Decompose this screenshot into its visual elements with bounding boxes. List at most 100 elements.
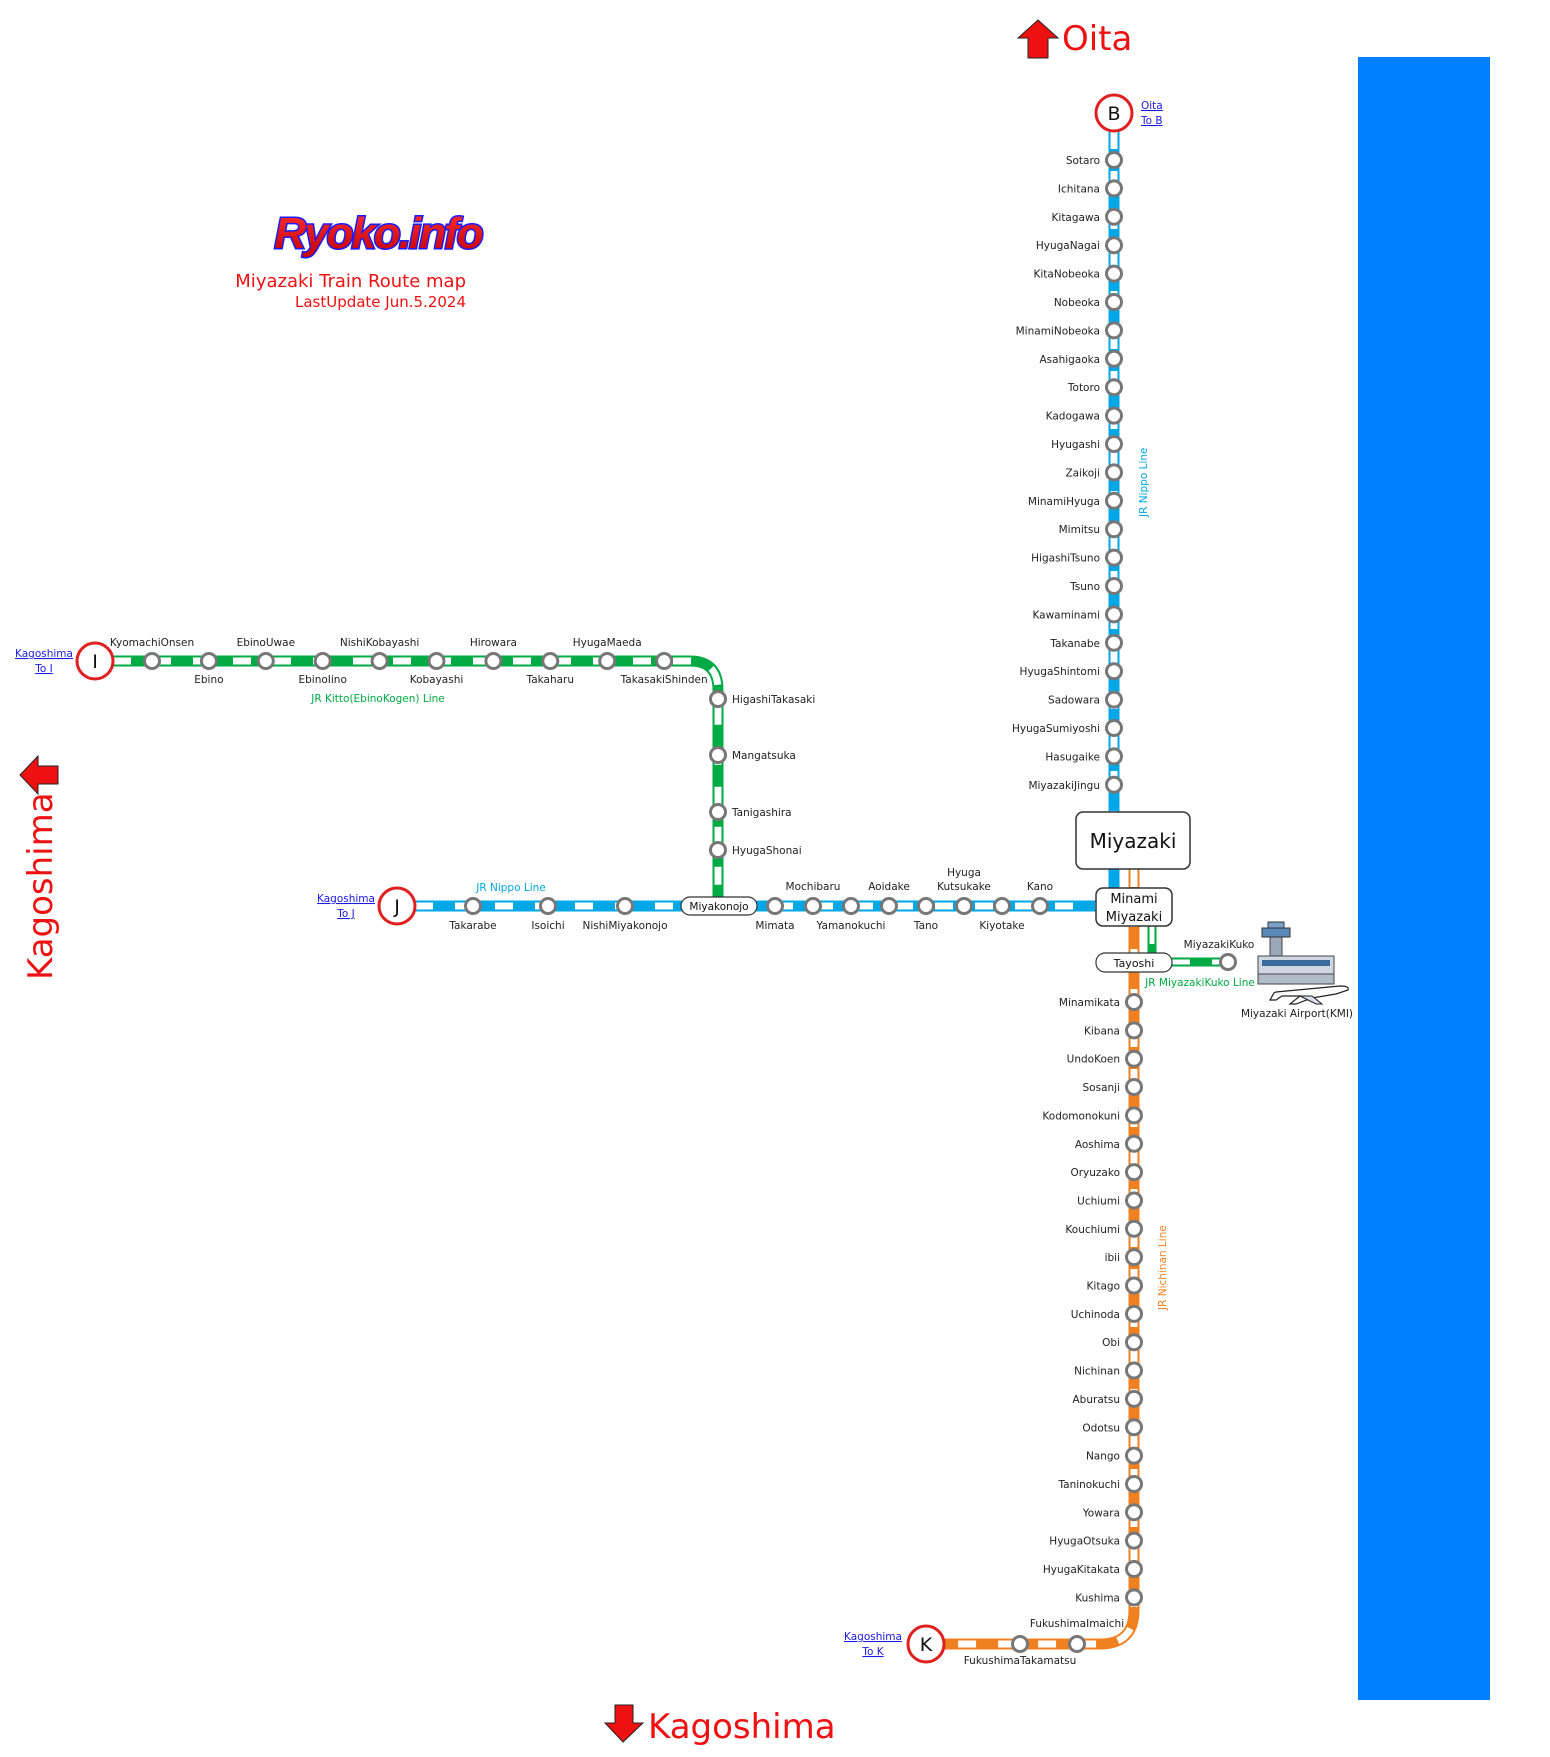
station-marker[interactable]: [370, 652, 389, 670]
station-marker[interactable]: [1105, 662, 1123, 681]
station-kushima[interactable]: Kushima: [1075, 1588, 1143, 1607]
station-hyuganagai[interactable]: HyugaNagai: [1036, 236, 1123, 255]
station-ebino[interactable]: Ebino: [194, 652, 224, 687]
station-ichitana[interactable]: Ichitana: [1058, 179, 1123, 198]
station-ebinoiino[interactable]: EbinoIino: [299, 652, 347, 687]
station-marker[interactable]: [616, 897, 634, 915]
station-kitago[interactable]: Kitago: [1087, 1276, 1143, 1295]
station-marker[interactable]: [541, 652, 560, 670]
station-marker[interactable]: [1105, 151, 1123, 169]
station-sosanji[interactable]: Sosanji: [1083, 1078, 1143, 1097]
station-tano[interactable]: Tano: [913, 897, 938, 933]
station-yowara[interactable]: Yowara: [1082, 1503, 1143, 1522]
station-takaharu[interactable]: Takaharu: [526, 652, 575, 687]
station-mimata[interactable]: Mimata: [755, 897, 795, 933]
station-marker[interactable]: [427, 652, 446, 670]
terminal-j[interactable]: J Kagoshima To J: [317, 886, 417, 926]
station-nango[interactable]: Nango: [1086, 1446, 1143, 1465]
station-marker[interactable]: [464, 897, 482, 915]
station-marker[interactable]: [1125, 1248, 1143, 1267]
station-mangatsuka[interactable]: Mangatsuka: [709, 746, 796, 764]
station-marker[interactable]: [1105, 463, 1123, 482]
station-marker[interactable]: [484, 652, 503, 670]
station-marker[interactable]: [1125, 1361, 1143, 1380]
station-marker[interactable]: [1105, 264, 1123, 283]
station-nobeoka[interactable]: Nobeoka: [1054, 293, 1123, 311]
station-marker[interactable]: [1125, 1191, 1143, 1210]
station-kitanobeoka[interactable]: KitaNobeoka: [1033, 264, 1123, 283]
station-asahigaoka[interactable]: Asahigaoka: [1039, 349, 1123, 368]
hub-miyakonojo[interactable]: [680, 896, 758, 916]
station-hyugamaeda[interactable]: HyugaMaeda: [573, 637, 642, 670]
terminal-b-marker[interactable]: [1094, 93, 1134, 133]
station-hirowara[interactable]: Hirowara: [470, 637, 517, 670]
station-marker[interactable]: [842, 897, 860, 915]
station-kano[interactable]: Kano: [1027, 881, 1053, 915]
station-marker[interactable]: [1105, 406, 1123, 425]
station-isoichi[interactable]: Isoichi: [531, 897, 565, 933]
station-marker[interactable]: [804, 897, 822, 915]
terminal-k[interactable]: K Kagoshima To K: [844, 1624, 946, 1664]
station-marker[interactable]: [993, 897, 1011, 915]
station-marker[interactable]: [1125, 1560, 1143, 1578]
airport[interactable]: Miyazaki Airport(KMI): [1241, 921, 1353, 1020]
station-marker[interactable]: [1031, 897, 1049, 915]
station-aburatsu[interactable]: Aburatsu: [1073, 1389, 1143, 1408]
terminal-k-link-1[interactable]: Kagoshima: [844, 1631, 902, 1643]
station-hyugashi[interactable]: Hyugashi: [1051, 435, 1123, 453]
station-marker[interactable]: [917, 897, 935, 915]
station-marker[interactable]: [1125, 1333, 1143, 1352]
terminal-i-link-1[interactable]: Kagoshima: [15, 648, 73, 660]
station-kyomachionsen[interactable]: KyomachiOnsen: [110, 637, 194, 670]
station-marker[interactable]: [1125, 1418, 1143, 1437]
station-hyugaotsuka[interactable]: HyugaOtsuka: [1049, 1531, 1143, 1550]
station-marker[interactable]: [256, 652, 275, 670]
station-marker[interactable]: [1125, 1389, 1143, 1408]
station-marker[interactable]: [1105, 775, 1123, 794]
station-ibii[interactable]: ibii: [1105, 1248, 1143, 1267]
station-tanigashira[interactable]: Tanigashira: [709, 803, 792, 821]
station-hyugasumiyoshi[interactable]: HyugaSumiyoshi: [1012, 719, 1123, 737]
station-fukushimaimaichi[interactable]: FukushimaImaichi: [1030, 1618, 1124, 1653]
station-marker[interactable]: [1105, 633, 1123, 652]
station-marker[interactable]: [1105, 293, 1123, 311]
station-nishimiyakonojo[interactable]: NishiMiyakonojo: [583, 897, 668, 933]
station-sadowara[interactable]: Sadowara: [1048, 690, 1123, 709]
station-marker[interactable]: [1105, 690, 1123, 709]
station-marker[interactable]: [1125, 1163, 1143, 1182]
station-marker[interactable]: [1125, 1078, 1143, 1097]
station-marker[interactable]: [955, 897, 973, 915]
station-miyazakijingu[interactable]: MiyazakiJingu: [1028, 775, 1123, 794]
station-marker[interactable]: [1105, 747, 1123, 766]
hub-miyazaki[interactable]: [1075, 811, 1191, 870]
station-marker[interactable]: [655, 652, 674, 670]
terminal-j-link-2[interactable]: To J: [336, 908, 355, 920]
terminal-b[interactable]: B Oita To B: [1094, 93, 1163, 133]
station-sotaro[interactable]: Sotaro: [1066, 151, 1123, 169]
station-kouchiumi[interactable]: Kouchiumi: [1065, 1219, 1143, 1238]
station-taninokuchi[interactable]: Taninokuchi: [1057, 1474, 1143, 1493]
station-aoshima[interactable]: Aoshima: [1075, 1134, 1143, 1153]
station-marker[interactable]: [1125, 993, 1143, 1011]
station-takanabe[interactable]: Takanabe: [1049, 633, 1123, 652]
terminal-j-link-1[interactable]: Kagoshima: [317, 893, 375, 905]
station-marker[interactable]: [1105, 236, 1123, 255]
station-marker[interactable]: [1125, 1503, 1143, 1522]
station-marker[interactable]: [1105, 719, 1123, 737]
station-undokoen[interactable]: UndoKoen: [1067, 1049, 1143, 1068]
station-kadogawa[interactable]: Kadogawa: [1046, 406, 1123, 425]
station-hasugaike[interactable]: Hasugaike: [1045, 747, 1123, 766]
station-aoidake[interactable]: Aoidake: [868, 881, 910, 915]
station-marker[interactable]: [143, 652, 161, 670]
station-marker[interactable]: [1125, 1276, 1143, 1295]
station-marker[interactable]: [1125, 1446, 1143, 1465]
station-obi[interactable]: Obi: [1102, 1333, 1143, 1352]
hub-minami-miyazaki[interactable]: [1095, 887, 1173, 927]
station-marker[interactable]: [1105, 321, 1123, 340]
station-marker[interactable]: [1105, 491, 1123, 510]
station-hyugashonai[interactable]: HyugaShonai: [709, 841, 802, 859]
station-minaminobeoka[interactable]: MinamiNobeoka: [1016, 321, 1123, 340]
station-higashitsuno[interactable]: HigashiTsuno: [1031, 548, 1123, 567]
station-marker[interactable]: [709, 690, 727, 708]
